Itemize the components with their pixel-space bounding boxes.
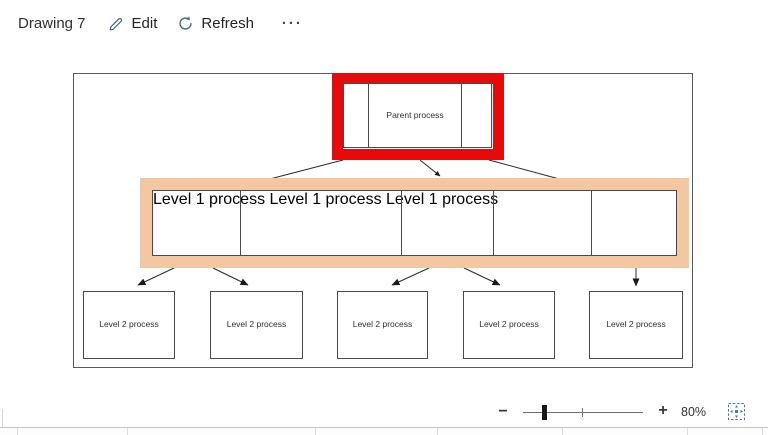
edit-label: Edit xyxy=(131,14,158,32)
parent-process-box: Parent process xyxy=(343,83,492,148)
sheet-cells-strip xyxy=(0,428,768,435)
level1-row: Level 1 process Level 1 process Level 1 … xyxy=(152,190,677,256)
parent-right-divider xyxy=(461,84,462,147)
level1-process-label: Level 1 process xyxy=(153,191,266,208)
level2-process-label: Level 2 process xyxy=(352,319,413,330)
sheet-column-gridline xyxy=(687,428,688,435)
refresh-icon xyxy=(177,15,194,32)
sheet-top-border xyxy=(0,427,768,428)
pencil-icon xyxy=(108,15,125,32)
level2-process-box: Level 2 process xyxy=(589,291,683,359)
edit-button[interactable]: Edit xyxy=(108,14,158,32)
sheet-column-gridline xyxy=(562,428,563,435)
level1-process-label: Level 1 process xyxy=(386,191,499,208)
level2-process-box: Level 2 process xyxy=(463,291,555,359)
level1-divider-3 xyxy=(493,191,494,255)
level1-divider-1 xyxy=(240,191,241,255)
zoom-in-button[interactable]: + xyxy=(658,402,668,419)
visio-preview-toolbar: Drawing 7 Edit Refresh ··· xyxy=(0,0,768,46)
fit-to-window-icon[interactable] xyxy=(727,402,746,421)
peach-highlight-frame: Level 1 process Level 1 process Level 1 … xyxy=(140,178,689,268)
sheet-column-gridline xyxy=(762,428,763,435)
sheet-column-gridline xyxy=(437,428,438,435)
zoom-slider-center-tick xyxy=(582,408,583,417)
sheet-column-gridline xyxy=(315,428,316,435)
zoom-control-bar: − + 80% xyxy=(0,400,768,426)
more-options-button[interactable]: ··· xyxy=(281,14,303,32)
level1-divider-4 xyxy=(591,191,592,255)
sheet-column-gridline xyxy=(127,428,128,435)
drawing-title: Drawing 7 xyxy=(18,14,86,32)
sheet-left-gridline xyxy=(2,409,3,427)
zoom-slider[interactable] xyxy=(523,405,643,420)
zoom-slider-thumb[interactable] xyxy=(542,405,547,420)
parent-process-label: Parent process xyxy=(386,109,444,120)
level2-process-label: Level 2 process xyxy=(226,319,287,330)
parent-left-divider xyxy=(368,84,369,147)
refresh-label: Refresh xyxy=(201,14,254,32)
level2-process-label: Level 2 process xyxy=(99,319,159,330)
level1-divider-2 xyxy=(401,191,402,255)
red-highlight-frame xyxy=(332,73,504,160)
level2-process-label: Level 2 process xyxy=(606,319,666,330)
level2-process-box: Level 2 process xyxy=(83,291,175,359)
sheet-column-gridline xyxy=(17,428,18,435)
zoom-out-button[interactable]: − xyxy=(498,403,508,420)
refresh-button[interactable]: Refresh xyxy=(177,15,254,32)
zoom-percentage[interactable]: 80% xyxy=(681,405,707,419)
level2-process-box: Level 2 process xyxy=(337,291,428,359)
level2-process-box: Level 2 process xyxy=(210,291,303,359)
level1-process-label: Level 1 process xyxy=(269,191,382,208)
level2-process-label: Level 2 process xyxy=(479,319,539,330)
